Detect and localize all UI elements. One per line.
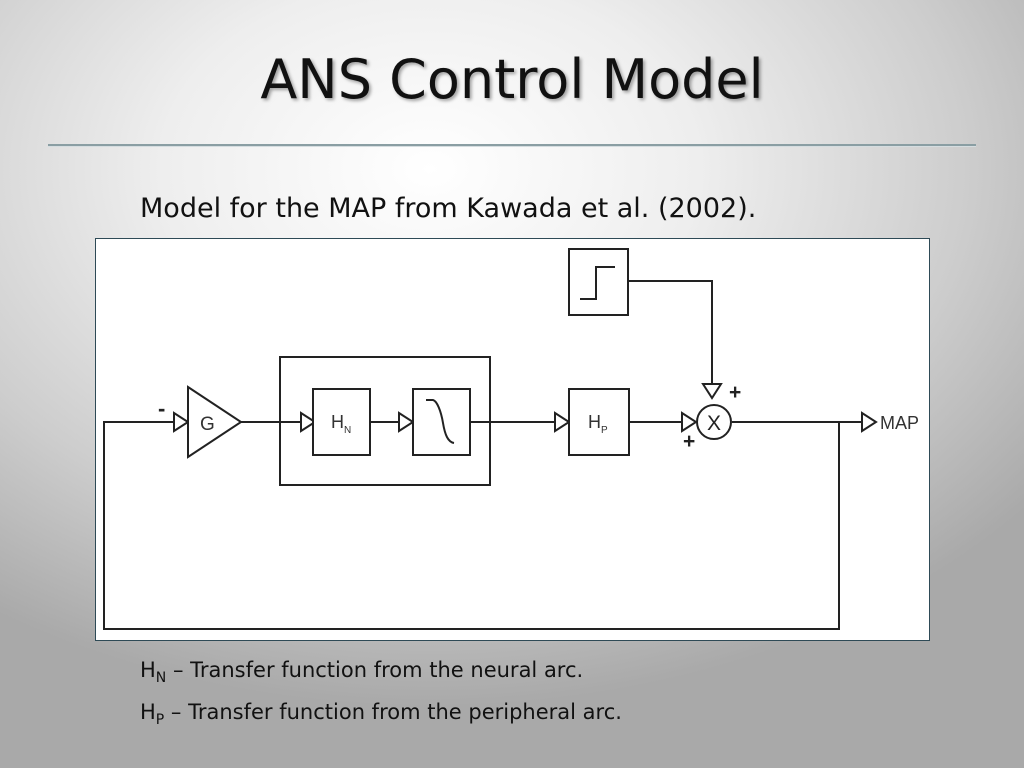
arrowhead	[398, 411, 415, 433]
slide-title: ANS Control Model	[260, 48, 764, 111]
hn-label-sub: N	[344, 425, 351, 436]
legend-hp: HP – Transfer function from the peripher…	[140, 700, 622, 728]
junction-label: X	[707, 412, 721, 435]
neural-arc-box	[279, 356, 491, 486]
title-divider	[48, 144, 976, 147]
block-diagram-svg: G HN HP X - + + MAP	[103, 248, 919, 630]
arrowhead	[701, 383, 723, 400]
diagram-wires	[103, 280, 862, 630]
hp-label-sub: P	[601, 425, 608, 436]
wire-step-junction	[628, 280, 713, 384]
arrowhead	[681, 411, 698, 433]
peripheral-plus-sign: +	[683, 430, 695, 453]
hn-block	[312, 388, 371, 456]
legend-hn-symbol: H	[140, 658, 156, 682]
legend-hn-subscript: N	[155, 670, 167, 686]
block-diagram: G HN HP X - + + MAP	[95, 238, 930, 641]
arrowhead	[861, 411, 878, 433]
hp-label-main: H	[588, 412, 601, 432]
arrowhead	[173, 411, 190, 433]
step-input-block	[568, 248, 629, 316]
feedback-minus-sign: -	[158, 396, 165, 421]
summing-junction	[696, 404, 732, 440]
hn-label-main: H	[331, 412, 344, 432]
sigmoid-icon	[426, 399, 455, 444]
map-output-label: MAP	[880, 413, 919, 433]
step-plus-sign: +	[729, 381, 741, 404]
feedback-wire	[103, 421, 840, 630]
hp-label: HP	[588, 412, 608, 436]
slide-subtitle: Model for the MAP from Kawada et al. (20…	[140, 193, 757, 224]
gain-block	[187, 385, 243, 459]
arrowhead	[300, 411, 317, 433]
legend-hp-subscript: P	[155, 712, 165, 728]
legend-hp-symbol: H	[140, 700, 156, 724]
arrowhead	[554, 411, 571, 433]
gain-label: G	[200, 414, 215, 435]
hp-block	[568, 388, 630, 456]
legend-hn-text: – Transfer function from the neural arc.	[166, 658, 584, 682]
arrowheads	[173, 383, 878, 433]
legend-hn: HN – Transfer function from the neural a…	[140, 658, 583, 686]
sigmoid-block	[412, 388, 471, 456]
step-function-icon	[580, 266, 615, 300]
legend-hp-text: – Transfer function from the peripheral …	[164, 700, 622, 724]
hn-label: HN	[331, 412, 351, 436]
